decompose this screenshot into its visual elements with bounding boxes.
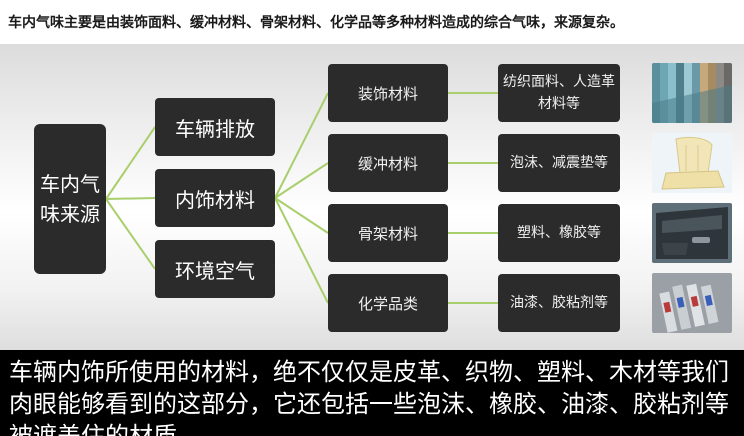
example-node-cushion: 泡沫、减震垫等 (498, 134, 620, 192)
car-door-panel-image (652, 203, 732, 263)
header-text: 车内气味主要是由装饰面料、缓冲材料、骨架材料、化学品等多种材料造成的综合气味，来… (8, 15, 624, 31)
connector-lines (105, 92, 498, 304)
diagram-area: 车内气味来源 车辆排放 内饰材料 环境空气 装饰材料 缓冲材料 骨架材料 化学品… (0, 44, 744, 350)
source-node-interior-materials: 内饰材料 (155, 169, 275, 227)
connector-interior-to-chemical (274, 197, 329, 304)
source-node-ambient-air: 环境空气 (155, 240, 275, 298)
connector-root-to-interior (105, 197, 156, 200)
caption-bar: 车辆内饰所使用的材料，绝不仅仅是皮革、织物、塑料、木材等我们肉眼能够看到的这部分… (0, 350, 744, 436)
material-node-cushion: 缓冲材料 (328, 134, 448, 192)
connector-root-to-air (105, 198, 156, 270)
example-node-decorative: 纺织面料、人造革材料等 (498, 64, 620, 122)
connector-interior-to-frame (274, 197, 329, 234)
fabric-swatches-image (652, 63, 732, 123)
material-node-decorative: 装饰材料 (328, 64, 448, 122)
header-bar: 车内气味主要是由装饰面料、缓冲材料、骨架材料、化学品等多种材料造成的综合气味，来… (0, 0, 744, 44)
foam-seat-cushion-image (652, 133, 732, 193)
example-node-frame: 塑料、橡胶等 (498, 204, 620, 262)
caption-text: 车辆内饰所使用的材料，绝不仅仅是皮革、织物、塑料、木材等我们肉眼能够看到的这部分… (9, 358, 729, 436)
source-node-vehicle-emission: 车辆排放 (155, 98, 275, 156)
material-node-chemical: 化学品类 (328, 274, 448, 332)
example-node-chemical: 油漆、胶粘剂等 (498, 274, 620, 332)
root-node: 车内气味来源 (34, 124, 106, 274)
connector-root-to-emission (105, 126, 156, 200)
connector-interior-to-cushion (274, 162, 329, 199)
connector-interior-to-decorative (274, 92, 329, 199)
adhesive-tubes-image (652, 273, 732, 333)
material-node-frame: 骨架材料 (328, 204, 448, 262)
